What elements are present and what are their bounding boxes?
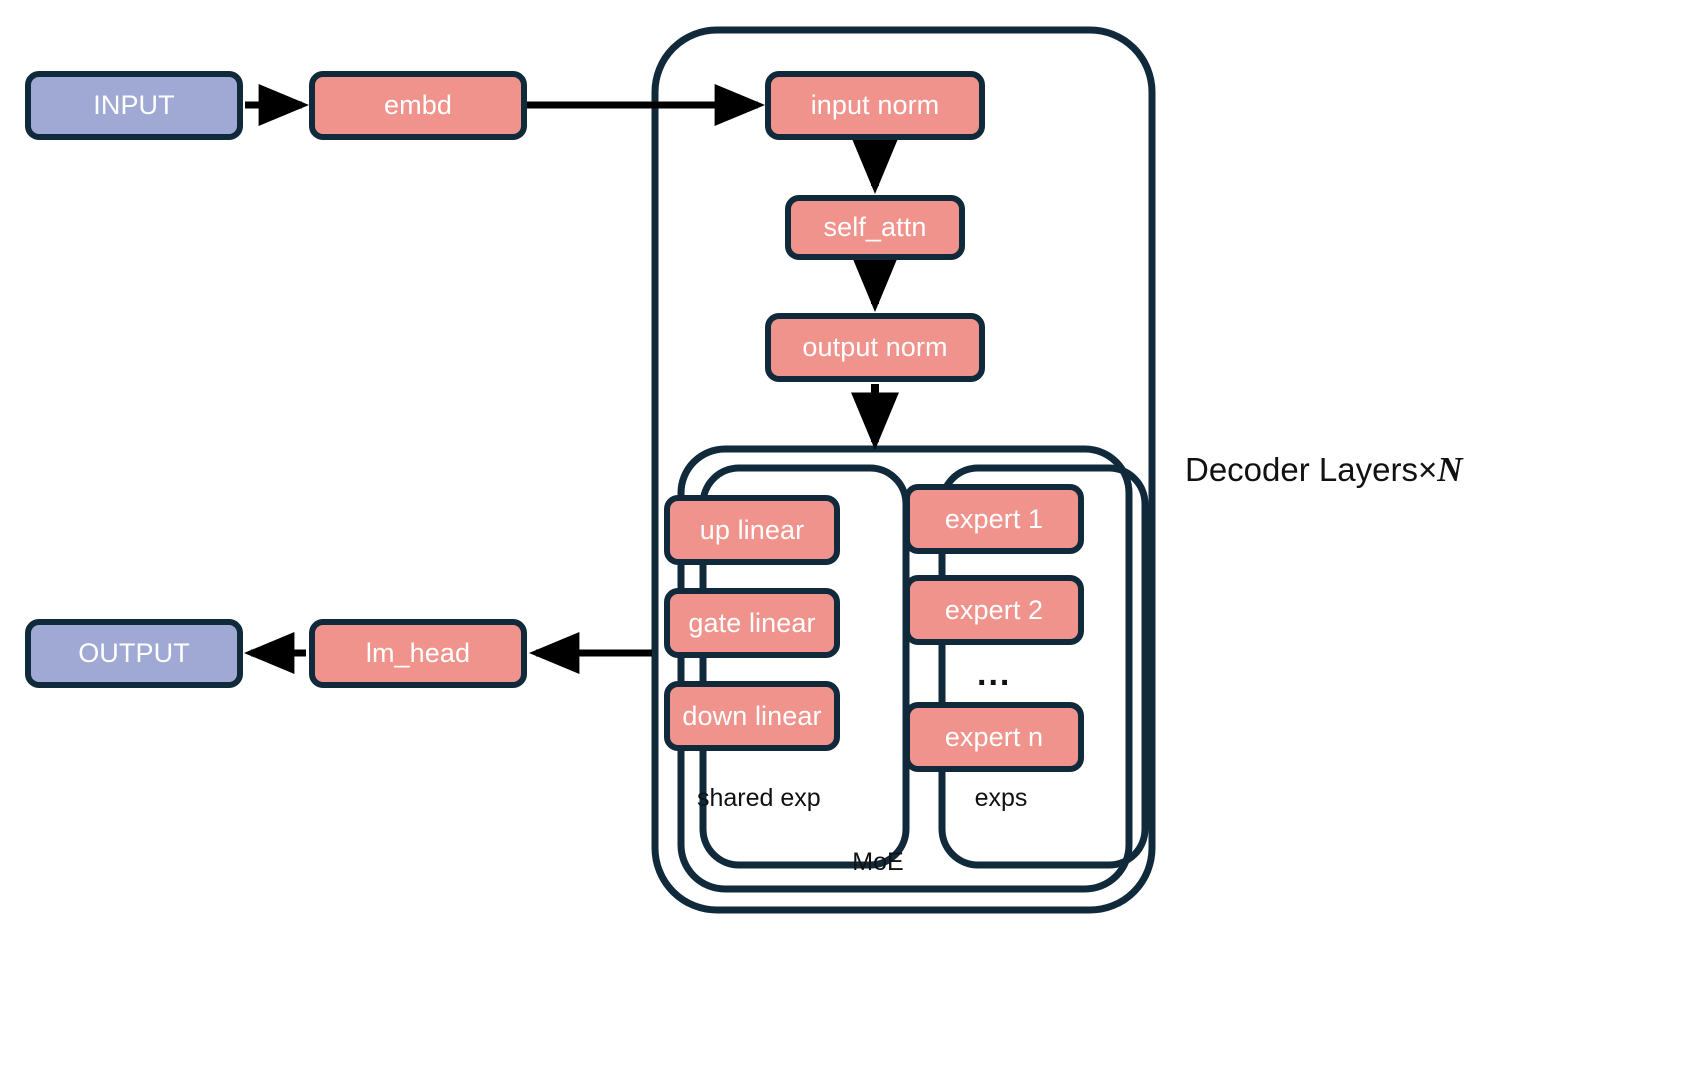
node-expert-2-label: expert 2 [944,594,1044,625]
node-expert-n-label: expert n [944,721,1044,752]
shared-expert-container [699,464,910,869]
group-label-exps: exps [974,784,1028,812]
node-gate-linear[interactable]: gate linear [664,588,840,658]
node-down-linear-label: down linear [682,700,822,731]
experts-container [938,464,1149,869]
node-embd[interactable]: embd [309,71,527,140]
node-expert-1[interactable]: expert 1 [904,484,1084,554]
node-output-norm[interactable]: output norm [765,313,985,382]
node-expert-2[interactable]: expert 2 [904,575,1084,645]
node-self-attn[interactable]: self_attn [785,195,965,260]
node-output-label: OUTPUT [78,638,190,668]
node-up-linear-label: up linear [699,514,805,545]
moe-container [677,445,1133,893]
node-up-linear[interactable]: up linear [664,495,840,565]
node-input[interactable]: INPUT [25,71,243,140]
node-lm-head-label: lm_head [365,638,471,668]
node-self-attn-label: self_attn [823,212,927,242]
decoder-layers-caption-prefix: Decoder Layers× [1185,451,1438,488]
node-input-label: INPUT [93,90,175,120]
node-embd-label: embd [384,90,452,120]
group-label-moe: MoE [852,848,904,876]
node-input-norm-label: input norm [810,90,940,120]
decoder-layers-repeat-symbol: N [1437,450,1463,489]
decoder-layers-caption: Decoder Layers×N [1185,452,1463,487]
node-output-norm-label: output norm [802,332,948,362]
node-output[interactable]: OUTPUT [25,619,243,688]
node-lm-head[interactable]: lm_head [309,619,527,688]
node-expert-n[interactable]: expert n [904,702,1084,772]
node-gate-linear-label: gate linear [688,607,816,638]
experts-ellipsis: ... [977,655,1012,693]
node-input-norm[interactable]: input norm [765,71,985,140]
node-down-linear[interactable]: down linear [664,681,840,751]
decoder-layers-container [651,26,1156,914]
node-expert-1-label: expert 1 [944,503,1044,534]
group-label-shared-exp: shared exp [697,784,821,812]
